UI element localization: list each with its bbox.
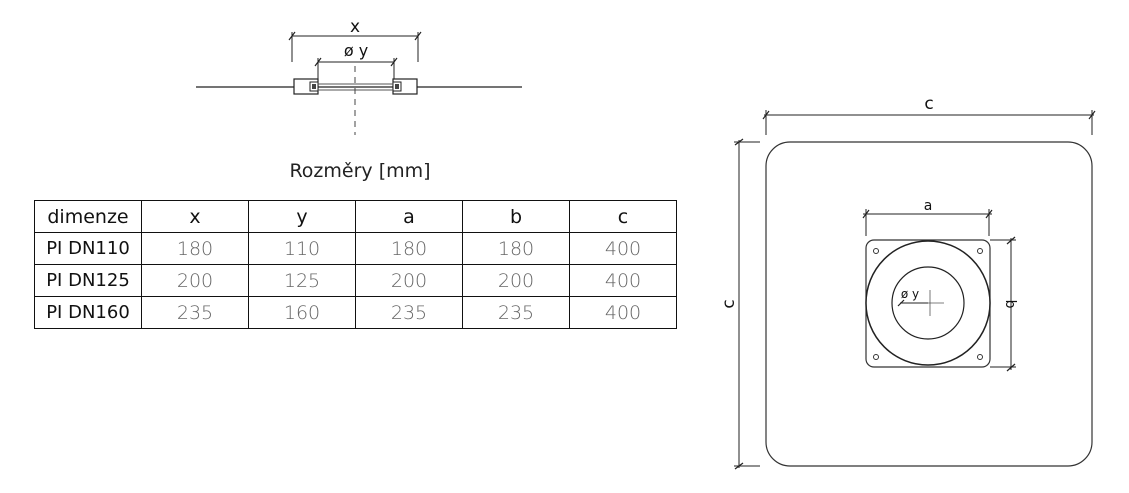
dim-label-y: ø y xyxy=(344,41,368,60)
dim-label-x: x xyxy=(350,17,360,37)
table-row: PI DN110 180 110 180 180 400 xyxy=(34,232,677,265)
side-view-drawing: x ø y xyxy=(196,17,522,135)
header-a: a xyxy=(355,200,463,233)
row-label: PI DN125 xyxy=(34,264,142,297)
table-cell: 180 xyxy=(141,232,249,265)
header-dimenze: dimenze xyxy=(34,200,142,233)
table-cell: 400 xyxy=(569,232,677,265)
dim-label-c-top: c xyxy=(924,94,933,114)
table-header-row: dimenze x y a b c xyxy=(34,200,677,233)
table-cell: 200 xyxy=(355,264,463,297)
table-cell: 200 xyxy=(141,264,249,297)
table-cell: 200 xyxy=(462,264,570,297)
table-cell: 400 xyxy=(569,296,677,329)
dim-label-a: a xyxy=(924,198,933,214)
header-x: x xyxy=(141,200,249,233)
dim-label-c-left: c xyxy=(720,299,739,308)
table-title: Rozměry [mm] xyxy=(289,160,431,182)
table-cell: 180 xyxy=(355,232,463,265)
table-row: PI DN125 200 125 200 200 400 xyxy=(34,264,677,297)
table-cell: 160 xyxy=(248,296,356,329)
table-cell: 400 xyxy=(569,264,677,297)
header-c: c xyxy=(569,200,677,233)
table-cell: 235 xyxy=(141,296,249,329)
table-cell: 235 xyxy=(355,296,463,329)
row-label: PI DN160 xyxy=(34,296,142,329)
plan-view-drawing: c c a b ø y xyxy=(720,94,1096,470)
table-cell: 235 xyxy=(462,296,570,329)
header-b: b xyxy=(462,200,570,233)
row-label: PI DN110 xyxy=(34,232,142,265)
dim-label-b: b xyxy=(1002,300,1018,309)
dim-label-y-plan: ø y xyxy=(901,287,919,301)
table-row: PI DN160 235 160 235 235 400 xyxy=(34,296,677,329)
table-cell: 125 xyxy=(248,264,356,297)
table-cell: 180 xyxy=(462,232,570,265)
table-cell: 110 xyxy=(248,232,356,265)
dimensions-table: dimenze x y a b c PI DN110 180 110 180 1… xyxy=(34,200,677,329)
header-y: y xyxy=(248,200,356,233)
